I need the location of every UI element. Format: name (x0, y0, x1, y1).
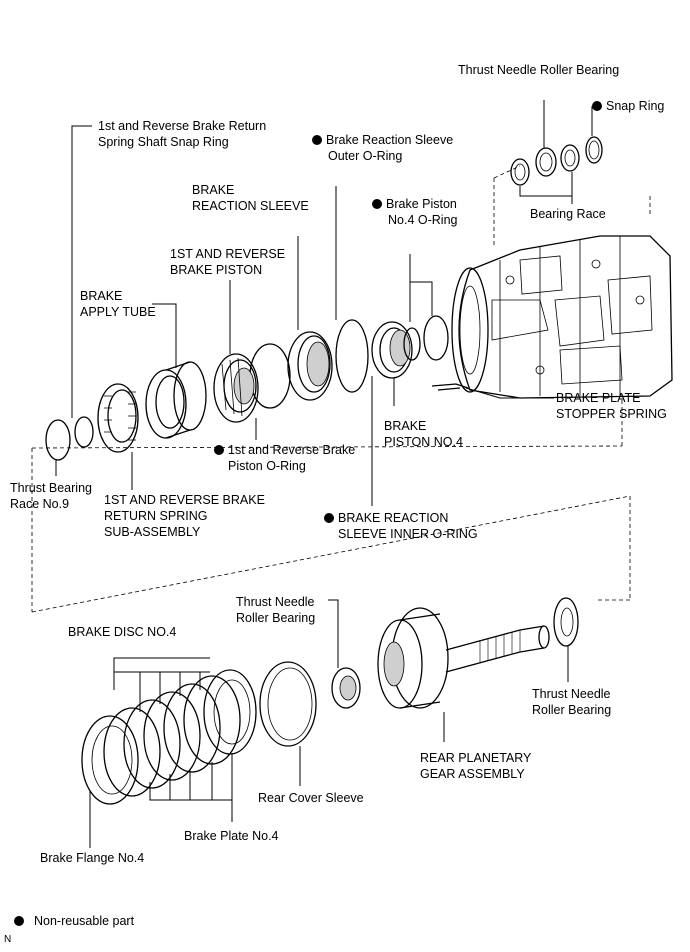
label-return-spring-assembly: 1ST AND REVERSE BRAKE RETURN SPRING SUB-… (104, 493, 265, 539)
top-bearing-group (510, 136, 603, 186)
non-reusable-dot (592, 101, 602, 111)
non-reusable-dot (14, 916, 24, 926)
corner-mark: N (4, 934, 12, 945)
label-rear-cover-sleeve: Rear Cover Sleeve (258, 791, 364, 805)
label-spring-shaft-snap-ring: 1st and Reverse Brake Return Spring Shaf… (98, 119, 267, 149)
mid-thrust-bearing (331, 667, 361, 709)
label-thrust-needle-right: Thrust Needle Roller Bearing (532, 687, 612, 717)
return-spring-assembly (97, 383, 139, 453)
leader-piston4-oring (409, 254, 433, 322)
right-thrust-bearing (553, 597, 579, 647)
label-reverse-brake-piston: 1ST AND REVERSE BRAKE PISTON (170, 247, 286, 277)
non-reusable-dot (214, 445, 224, 455)
label-thrust-needle-mid: Thrust Needle Roller Bearing (236, 595, 316, 625)
reverse-brake-piston (213, 353, 259, 423)
label-brake-piston4-oring: Brake Piston No.4 O-Ring (372, 196, 457, 228)
transmission-case (451, 235, 673, 399)
legend-non-reusable: Non-reusable part (14, 913, 134, 929)
brake-reaction-sleeve (249, 319, 369, 409)
label-brake-plate-stopper-spring: BRAKE PLATE STOPPER SPRING (556, 391, 667, 421)
brake-apply-tube (145, 361, 207, 439)
label-brake-plate4: Brake Plate No.4 (184, 829, 279, 843)
leader-brake-plate4 (149, 754, 233, 822)
label-reaction-sleeve-inner-oring: BRAKE REACTION SLEEVE INNER O-RING (324, 510, 478, 542)
mid-thrust-bearing-inner (339, 675, 357, 701)
leader-mid-thrust (328, 599, 339, 668)
rear-cover-sleeve (259, 661, 317, 747)
leader-spring-snap (71, 125, 92, 418)
rear-cover-sleeve-inner (267, 667, 313, 741)
non-reusable-dot (312, 135, 322, 145)
leader-apply-tube (152, 303, 177, 368)
label-reverse-piston-oring: 1st and Reverse Brake Piston O-Ring (214, 442, 355, 474)
spring-shaft-snap-ring (74, 416, 94, 448)
leader-bearing-race (519, 172, 573, 204)
label-brake-apply-tube: BRAKE APPLY TUBE (80, 289, 156, 319)
non-reusable-dot (324, 513, 334, 523)
label-brake-piston4: BRAKE PISTON NO.4 (384, 419, 463, 449)
label-thrust-race-no9: Thrust Bearing Race No.9 (10, 481, 92, 511)
dashed-outline-right (598, 496, 631, 601)
brake-plate-stopper-spring (431, 383, 469, 391)
leader-brake-disc4 (113, 657, 210, 712)
label-brake-reaction-sleeve: BRAKE REACTION SLEEVE (192, 183, 309, 213)
brake-disc-pack (81, 669, 257, 805)
right-thrust-bearing-inner (560, 607, 574, 637)
thrust-race-no9 (45, 419, 71, 461)
label-snap-ring: Snap Ring (592, 98, 664, 114)
label-brake-disc4: BRAKE DISC NO.4 (68, 625, 177, 639)
label-bearing-race: Bearing Race (530, 207, 606, 221)
label-thrust-needle-top: Thrust Needle Roller Bearing (458, 63, 620, 77)
non-reusable-dot (372, 199, 382, 209)
piston4-orings (371, 315, 449, 379)
rear-planetary-gear (377, 607, 550, 709)
label-brake-flange4: Brake Flange No.4 (40, 851, 145, 865)
label-reaction-sleeve-outer-oring: Brake Reaction Sleeve Outer O-Ring (312, 132, 453, 164)
leader-plate-stopper (465, 387, 554, 399)
dashed-outline-left (31, 394, 631, 613)
label-rear-planetary-gear: REAR PLANETARY GEAR ASSEMBLY (420, 751, 532, 781)
